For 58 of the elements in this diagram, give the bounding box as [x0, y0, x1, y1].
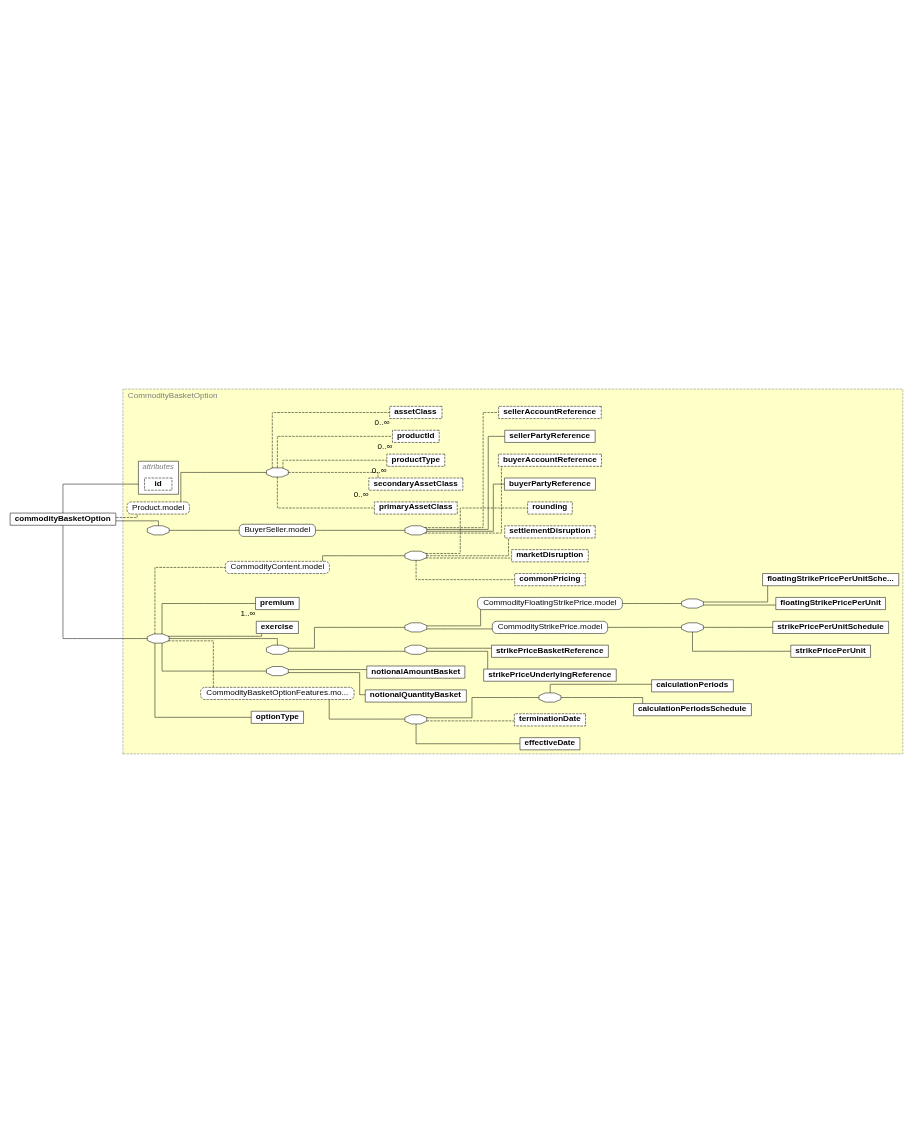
node-box: effectiveDate	[519, 737, 581, 751]
node-octagon	[404, 644, 427, 655]
node-box: sellerAccountReference	[498, 406, 602, 419]
node-octagon	[266, 644, 289, 655]
node-box: marketDisruption	[511, 549, 589, 563]
node-octagon	[538, 692, 562, 703]
node-box: buyerAccountReference	[498, 453, 602, 467]
node-octagon	[404, 714, 427, 725]
node-box: CommodityContent.model	[225, 561, 330, 574]
node-label: 0..∞	[353, 489, 369, 499]
node-box: CommodityFloatingStrikePrice.model	[477, 597, 623, 610]
node-box: secondaryAssetClass	[368, 477, 464, 491]
node-octagon	[266, 666, 289, 676]
node-box: calculationPeriodsSchedule	[633, 703, 752, 717]
node-box: optionType	[250, 710, 304, 724]
node-label: 0..∞	[377, 441, 393, 451]
node-octagon	[404, 525, 427, 536]
node-box: assetClass	[389, 406, 443, 419]
node-box: notionalAmountBasket	[366, 665, 466, 679]
node-box: calculationPeriods	[651, 679, 734, 693]
node-octagon	[681, 622, 704, 633]
node-octagon	[147, 525, 170, 536]
node-box: strikePricePerUnitSchedule	[772, 621, 889, 634]
node-label: 0..∞	[371, 465, 387, 475]
node-box: strikePricePerUnit	[790, 644, 871, 658]
node-box: CommodityStrikePrice.model	[492, 621, 608, 634]
node-octagon	[404, 550, 427, 561]
node-box: CommodityBasketOptionFeatures.mo...	[200, 687, 355, 700]
node-octagon	[266, 467, 289, 478]
node-box: floatingStrikePricePerUnitSche...	[762, 573, 899, 586]
node-box: BuyerSeller.model	[239, 524, 316, 537]
node-box: strikePriceUnderlyingReference	[483, 668, 617, 682]
node-box: sellerPartyReference	[504, 430, 596, 443]
node-box: id	[144, 477, 173, 491]
node-box: commonPricing	[514, 573, 586, 586]
node-box: notionalQuantityBasket	[365, 689, 467, 703]
node-box: settlementDisruption	[504, 525, 596, 539]
node-box: Product.model	[126, 501, 190, 515]
node-box: strikePriceBasketReference	[491, 644, 609, 658]
node-box: rounding	[527, 501, 573, 515]
node-box: primaryAssetClass	[374, 501, 458, 515]
node-box: productType	[386, 453, 446, 467]
node-box: premium	[255, 597, 300, 610]
node-octagon	[147, 633, 170, 644]
connector	[424, 412, 499, 528]
node-label: 0..∞	[374, 418, 390, 428]
node-box: productId	[392, 430, 440, 443]
connector	[425, 507, 528, 554]
connector	[426, 483, 505, 532]
node-box: exercise	[256, 621, 299, 634]
node-octagon	[681, 598, 704, 609]
node-box: buyerPartyReference	[504, 477, 596, 491]
node-octagon	[404, 622, 427, 633]
node-box: terminationDate	[514, 713, 586, 727]
node-box: floatingStrikePricePerUnit	[775, 597, 886, 610]
node-box: commodityBasketOption	[9, 512, 117, 526]
node-label: 1..∞	[240, 609, 256, 619]
connector	[426, 436, 505, 530]
